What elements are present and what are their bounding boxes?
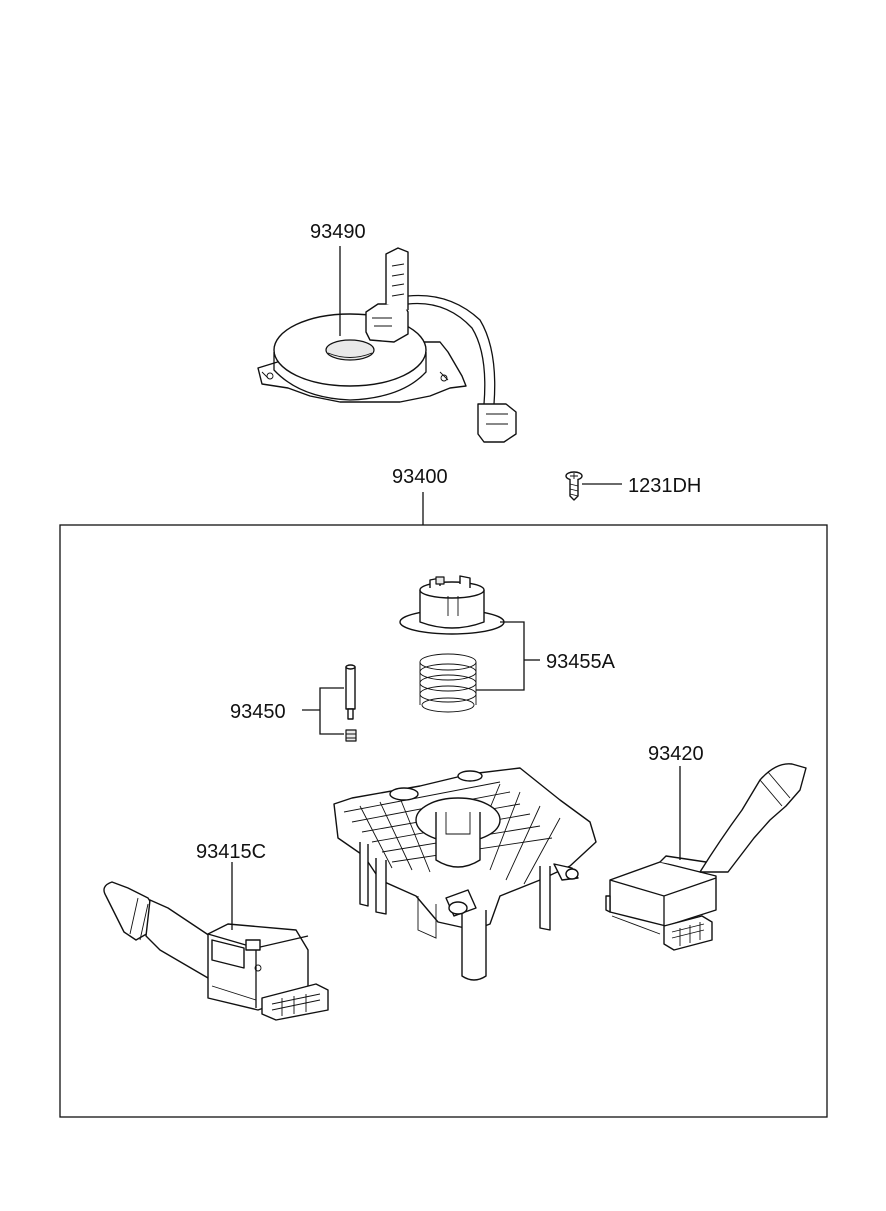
part-label-93455A: 93455A (546, 651, 616, 673)
part-label-1231DH: 1231DH (628, 475, 701, 497)
lighting-switch-drawing (103, 881, 329, 1021)
cancel-cam-drawing (399, 575, 505, 635)
spring-drawing (419, 653, 477, 713)
part-label-93400: 93400 (392, 466, 448, 488)
screw-drawing (565, 471, 583, 501)
wiper-switch-drawing (605, 763, 807, 951)
part-label-93490: 93490 (310, 221, 366, 243)
part-label-93450: 93450 (230, 701, 286, 723)
switch-body-drawing (333, 767, 597, 981)
assembly-box (59, 524, 828, 1118)
leader-lines (231, 246, 681, 930)
part-label-93420: 93420 (648, 743, 704, 765)
clock-spring-drawing (257, 247, 517, 443)
pin-drawing (345, 664, 357, 742)
part-label-93415C: 93415C (196, 841, 266, 863)
